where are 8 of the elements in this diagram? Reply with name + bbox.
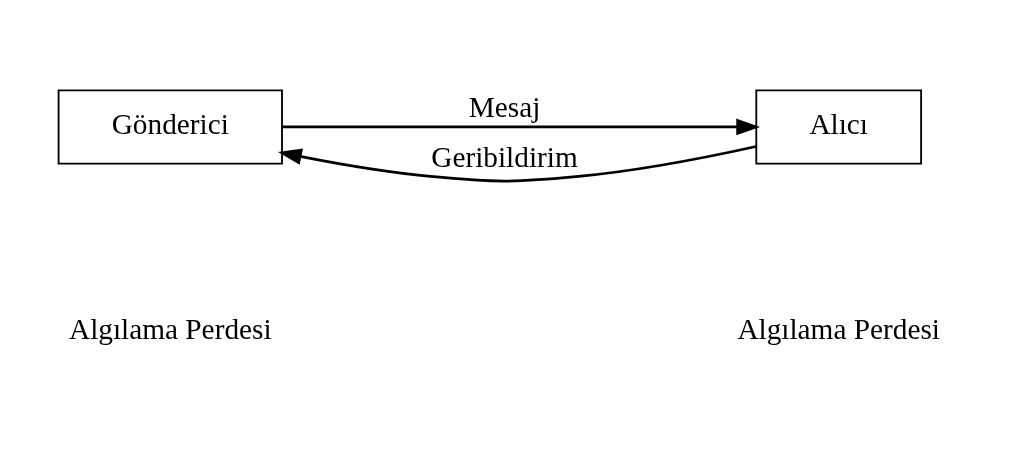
arrow <box>277 144 757 182</box>
label: Algılama Perdesi <box>69 312 272 345</box>
node-box: Gönderici <box>57 88 283 164</box>
node-box: Alıcı <box>755 88 923 164</box>
edge-label: Geribildirim <box>431 140 578 173</box>
arrow <box>282 118 761 135</box>
edge-label: Mesaj <box>468 90 541 123</box>
label: Algılama Perdesi <box>737 312 940 345</box>
